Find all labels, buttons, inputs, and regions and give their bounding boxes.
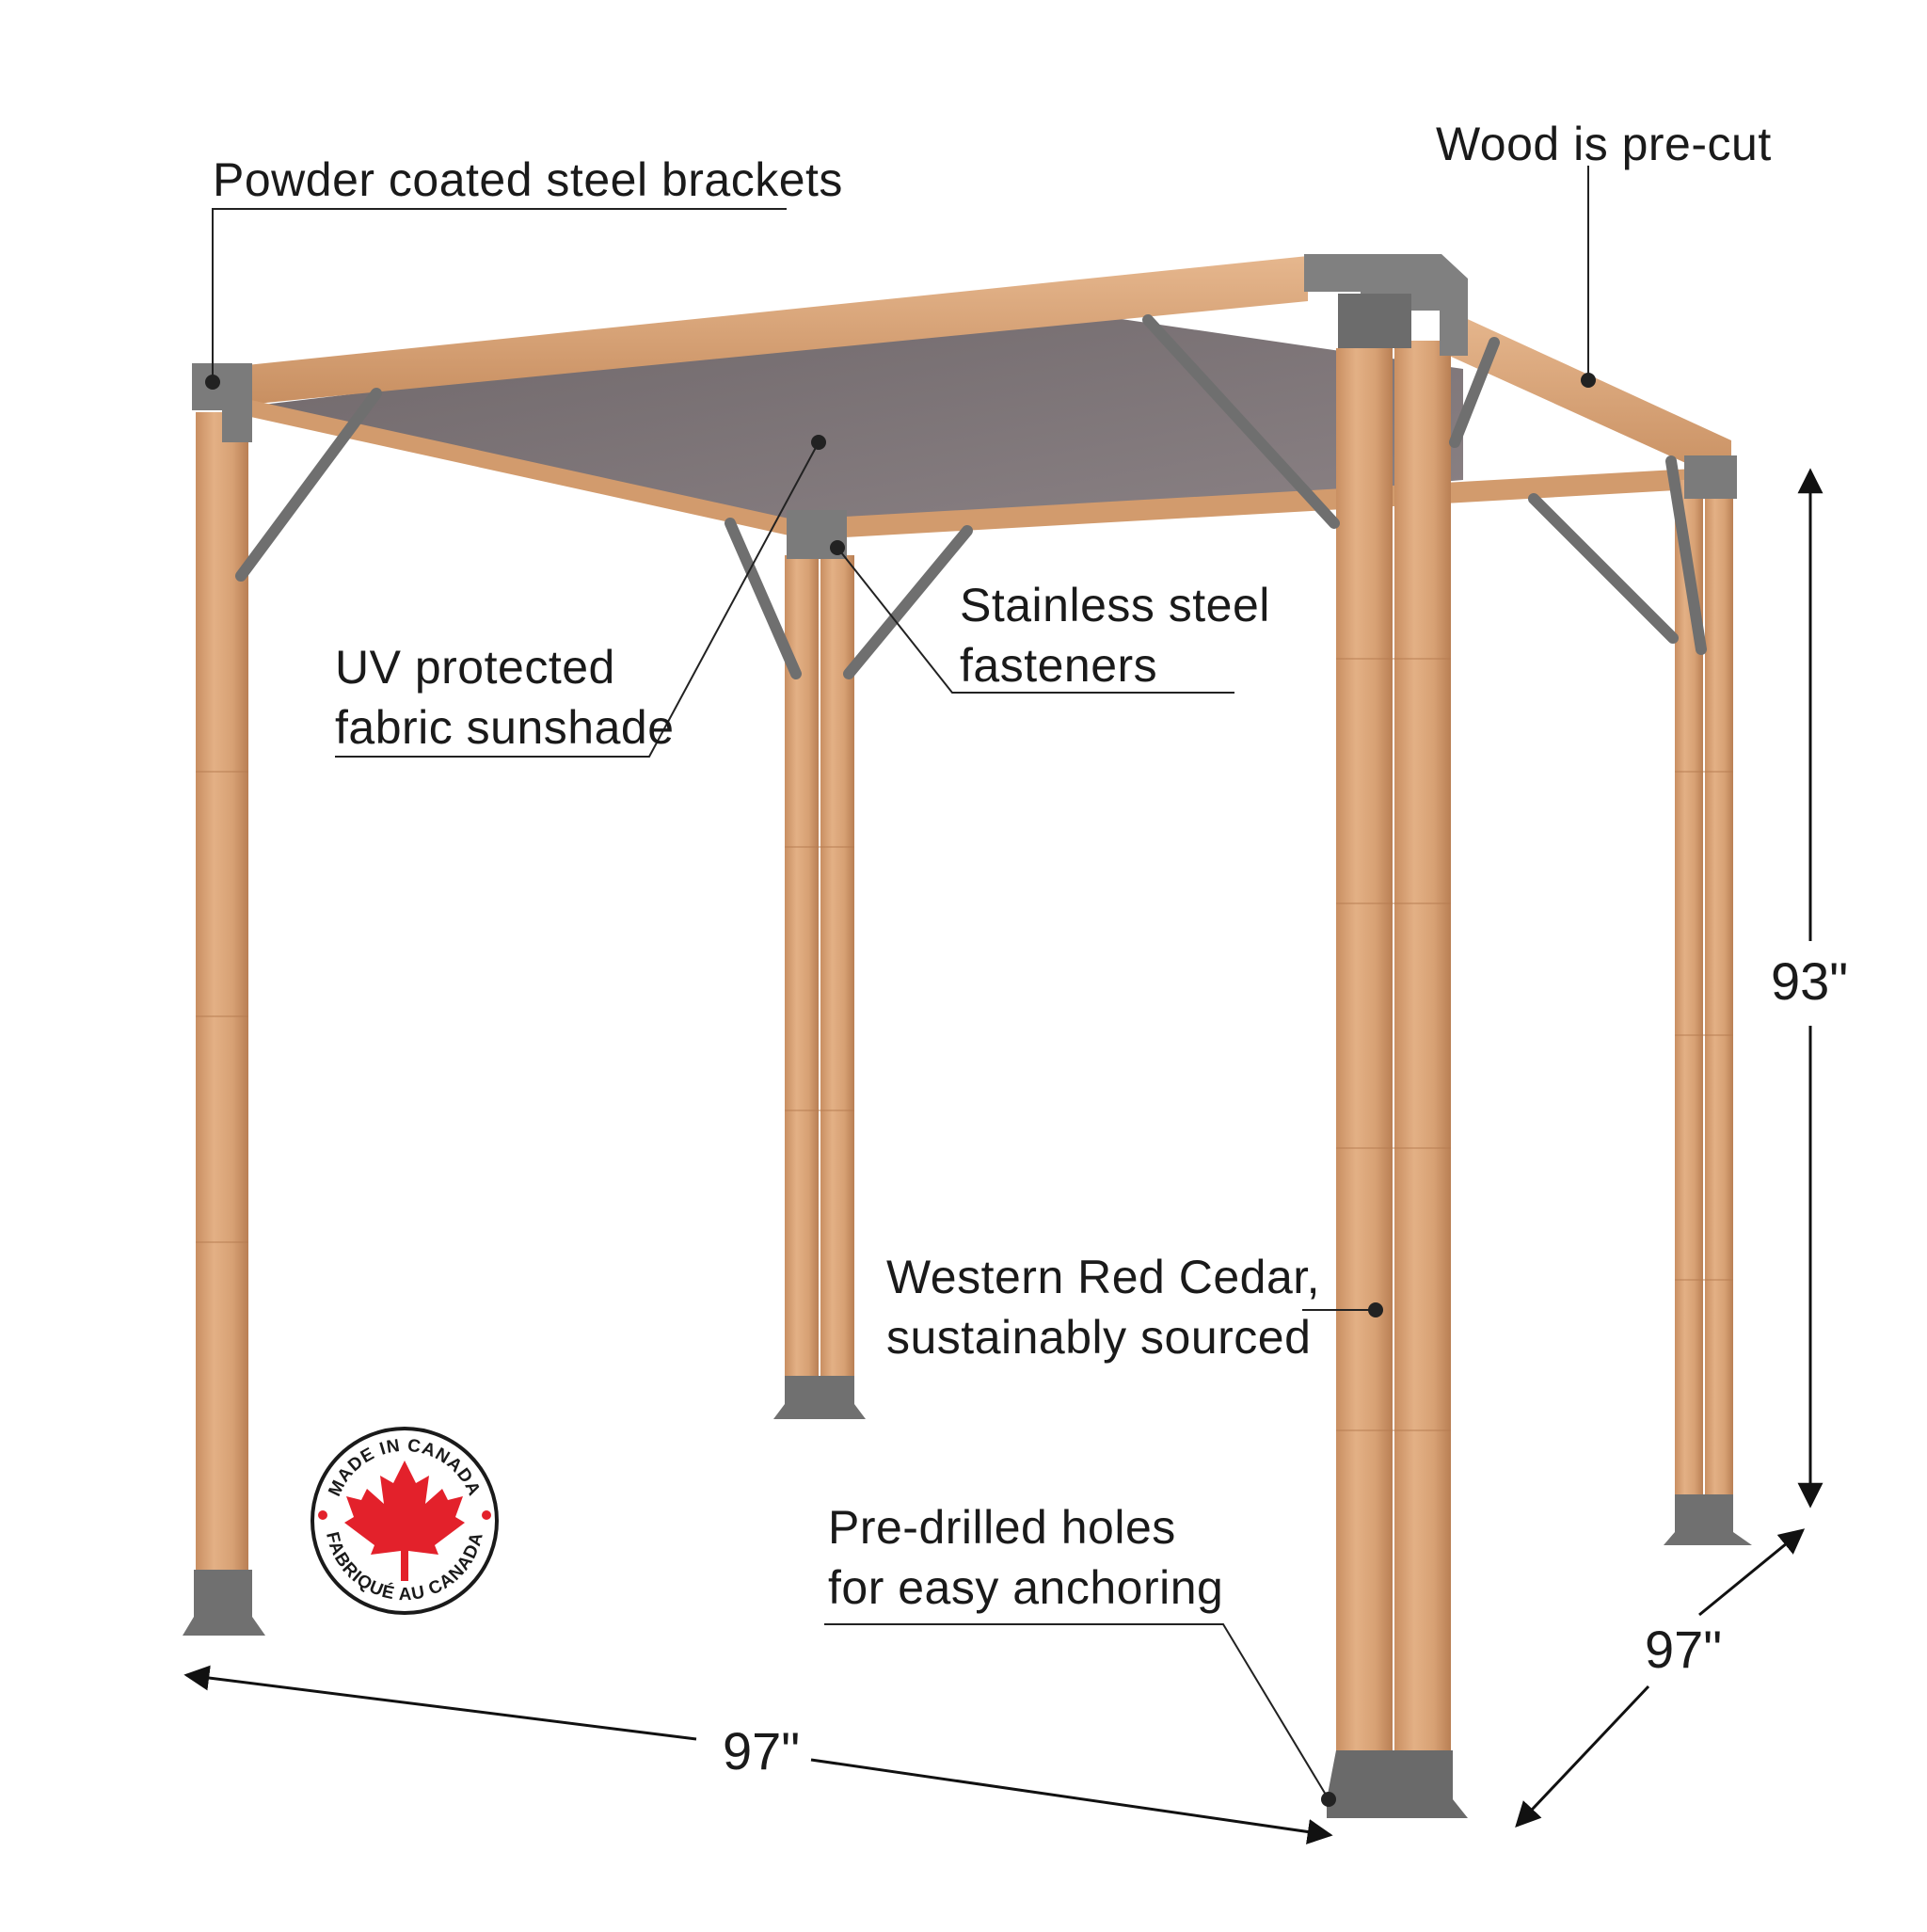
callout-fasteners-1: Stainless steel <box>960 579 1270 631</box>
leader-dots <box>205 373 1596 1807</box>
dimension-lines <box>183 468 1823 1844</box>
pergola <box>183 254 1752 1818</box>
leader-lines <box>212 166 1589 1800</box>
dimension-width: 97" <box>723 1721 800 1780</box>
dimension-depth: 97" <box>1645 1620 1722 1679</box>
callout-holes-2: for easy anchoring <box>828 1561 1223 1614</box>
callout-fasteners-2: fasteners <box>960 639 1157 692</box>
dimension-height: 93" <box>1771 951 1848 1011</box>
wood-grain <box>196 658 1733 1431</box>
callout-cedar-1: Western Red Cedar, <box>886 1251 1320 1303</box>
beam-back <box>247 256 1308 405</box>
callout-sunshade-1: UV protected <box>335 641 615 694</box>
maple-leaf-icon <box>344 1461 465 1581</box>
beam-right <box>1449 311 1731 484</box>
callout-precut: Wood is pre-cut <box>1436 118 1772 170</box>
callout-cedar-2: sustainably sourced <box>886 1311 1311 1364</box>
post-back-left <box>196 412 248 1570</box>
steel-braces <box>235 314 1707 679</box>
beam-left <box>247 399 802 538</box>
post-right-b <box>1705 480 1733 1494</box>
post-middle-a <box>785 555 819 1376</box>
base-brackets <box>183 1376 1752 1818</box>
fabric-sunshade <box>247 311 1463 533</box>
callout-brackets: Powder coated steel brackets <box>213 153 843 206</box>
callout-sunshade-2: fabric sunshade <box>335 701 675 754</box>
post-front-b <box>1394 341 1451 1760</box>
beam-front <box>828 469 1694 538</box>
made-in-canada-badge: MADE IN CANADA FABRIQUÉ AU CANADA <box>311 1427 499 1615</box>
post-front-a <box>1336 348 1393 1760</box>
callout-holes-1: Pre-drilled holes <box>828 1501 1176 1554</box>
post-middle-b <box>820 555 854 1376</box>
